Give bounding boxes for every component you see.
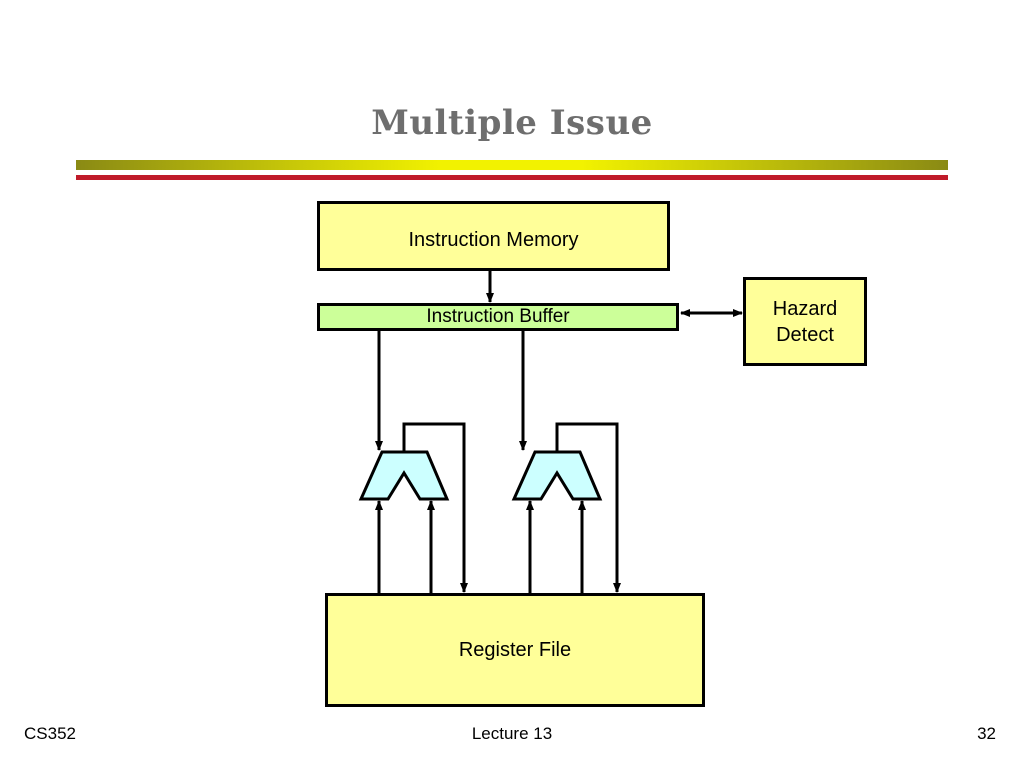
alu-2-writeback-wire xyxy=(555,422,621,593)
register-file-box: Register File xyxy=(325,593,705,707)
instruction-memory-label: Instruction Memory xyxy=(408,229,579,251)
title-rule-red xyxy=(76,175,948,180)
slide-title: Multiple Issue xyxy=(371,103,653,143)
alu-2 xyxy=(511,450,603,501)
alu-1-writeback-wire xyxy=(402,422,468,593)
instruction-memory-box: Instruction Memory xyxy=(317,201,670,271)
instruction-buffer-label: Instruction Buffer xyxy=(426,306,570,327)
instruction-buffer-box: Instruction Buffer xyxy=(317,303,679,331)
alu-1 xyxy=(358,450,450,501)
footer-course: CS352 xyxy=(24,724,76,743)
register-file-label: Register File xyxy=(458,639,572,661)
footer-page-number: 32 xyxy=(977,724,996,743)
hazard-detect-label: Hazard Detect xyxy=(773,296,837,348)
title-rule-gold xyxy=(76,160,948,170)
hazard-detect-line-1: Hazard xyxy=(772,297,838,320)
hazard-detect-line-2: Detect xyxy=(776,323,834,346)
hazard-detect-box: Hazard Detect xyxy=(743,277,867,366)
footer-lecture: Lecture 13 xyxy=(471,724,553,743)
